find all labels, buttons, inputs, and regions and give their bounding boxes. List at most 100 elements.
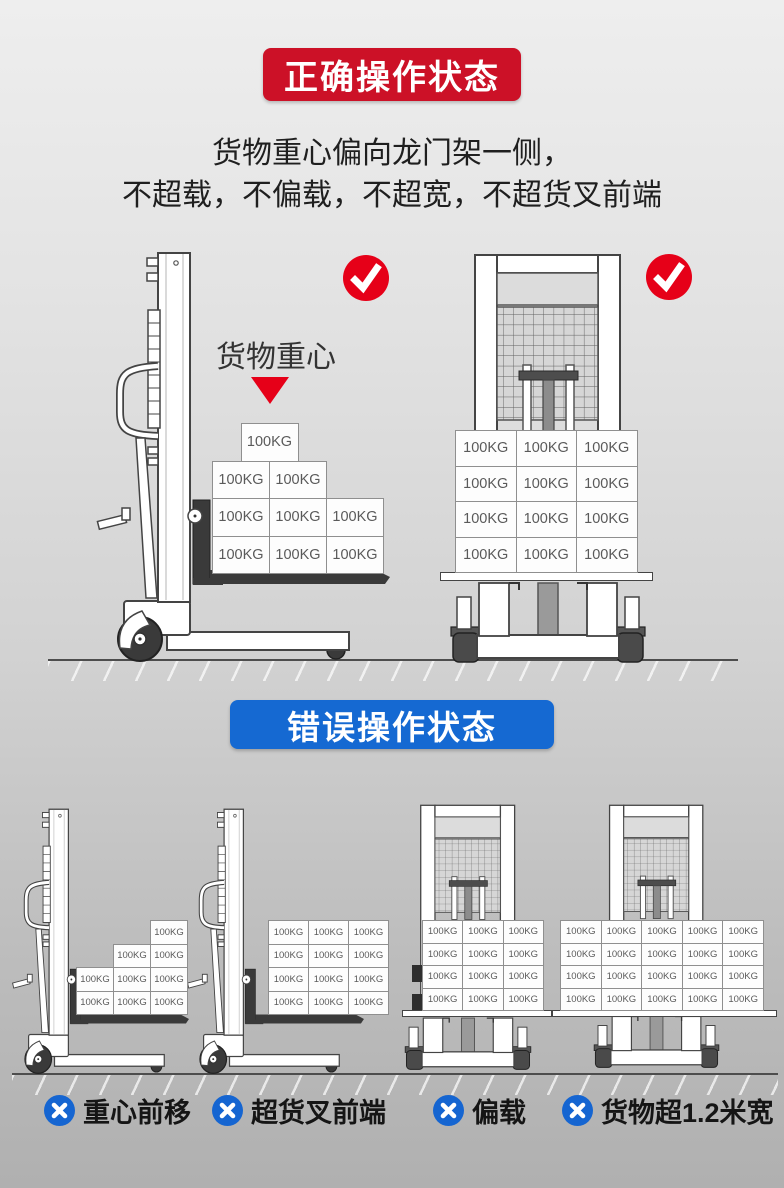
cargo-box: 100KG: [681, 942, 724, 966]
cargo-box: 100KG: [455, 536, 517, 573]
cargo-box: 100KG: [641, 987, 683, 1011]
cross-icon: [44, 1095, 75, 1126]
carriage-stem: [652, 885, 661, 920]
cargo-box: 100KG: [308, 990, 349, 1015]
caster-bracket: [118, 610, 152, 650]
load-platform: [440, 572, 653, 581]
caption-label: 重心前移: [83, 1098, 191, 1128]
cargo-box: 100KG: [681, 987, 724, 1011]
cargo-box: 100KG: [150, 943, 188, 968]
cargo-box: 100KG: [600, 987, 643, 1011]
cargo-box: 100KG: [515, 536, 577, 573]
base-frame: [421, 1051, 515, 1068]
load-platform: [402, 1010, 552, 1017]
cargo-box: 100KG: [268, 943, 309, 968]
cargo-box: 100KG: [308, 943, 349, 968]
subtitle-line-2: 不超载，不偏载，不超宽，不超货叉前端: [122, 179, 662, 212]
top-crossbar: [434, 804, 502, 818]
cargo-box: 100KG: [462, 987, 504, 1011]
cargo-box: 100KG: [113, 990, 151, 1015]
handle: [23, 879, 50, 1034]
pump-pedal: [187, 973, 208, 989]
cargo-box: 100KG: [502, 920, 544, 944]
cargo-box: 100KG: [560, 965, 602, 989]
wrong-section-banner: 错误操作状态: [230, 700, 554, 749]
fork: [255, 1014, 364, 1024]
cargo-box: 100KG: [326, 535, 384, 574]
cargo-box: 100KG: [722, 987, 764, 1011]
support-legs: [422, 1017, 514, 1054]
cross-icon: [562, 1095, 593, 1126]
caption-label: 超货叉前端: [251, 1098, 386, 1128]
cargo-box: 100KG: [576, 465, 638, 502]
ground-line: [48, 659, 738, 681]
cargo-box: 100KG: [212, 535, 270, 574]
cargo-box: 100KG: [576, 536, 638, 573]
fork-heel-block: [412, 994, 422, 1010]
cargo-box: 100KG: [576, 501, 638, 538]
pump-pedal: [96, 507, 131, 531]
caption-overhang: 超货叉前端: [212, 1091, 386, 1130]
base-frame: [610, 1049, 703, 1066]
cargo-box: 100KG: [113, 967, 151, 992]
cargo-box: 100KG: [268, 967, 309, 992]
cargo-box: 100KG: [462, 965, 504, 989]
cargo-box: 100KG: [641, 942, 683, 966]
cargo-box: 100KG: [641, 965, 683, 989]
mast: [157, 252, 191, 603]
base-frame: [476, 634, 620, 659]
cargo-box: 100KG: [308, 967, 349, 992]
cargo-box: 100KG: [641, 920, 683, 944]
cog-label: 货物重心: [216, 341, 336, 374]
cargo-box: 100KG: [268, 990, 309, 1015]
wheels: [593, 1044, 720, 1068]
cargo-box: 100KG: [348, 920, 389, 945]
cargo-box: 100KG: [600, 942, 643, 966]
cargo-box: 100KG: [502, 965, 544, 989]
cargo-box: 100KG: [515, 465, 577, 502]
correct-banner-label: 正确操作状态: [284, 59, 500, 97]
cargo-box: 100KG: [722, 942, 764, 966]
fork-heel-block: [412, 965, 422, 982]
carriage-bar: [637, 879, 677, 887]
check-icon: [343, 255, 389, 301]
carriage-stem: [542, 379, 555, 432]
carriage-stem: [464, 886, 473, 920]
stacker-side-overhang: [187, 808, 364, 1074]
top-crossbar: [623, 804, 690, 818]
caption-label: 偏载: [472, 1098, 526, 1128]
cargo-box: 100KG: [455, 430, 517, 467]
cargo-box: 100KG: [76, 967, 114, 992]
cargo-box: 100KG: [422, 920, 464, 944]
cargo-box: 100KG: [455, 501, 517, 538]
top-crossbar: [496, 254, 599, 274]
stacker-side-forward-cog: [12, 808, 189, 1074]
caster-bracket: [200, 1040, 220, 1067]
mast: [223, 808, 244, 1036]
cargo-box: 100KG: [422, 987, 464, 1011]
cargo-box: 100KG: [326, 498, 384, 537]
cargo-box: 100KG: [269, 460, 327, 499]
ground-line: [12, 1073, 778, 1095]
caption-overwide-load: 货物超1.2米宽: [562, 1091, 774, 1130]
caption-forward-cog: 重心前移: [44, 1091, 191, 1130]
down-triangle-icon: [251, 377, 289, 404]
cargo-box: 100KG: [268, 920, 309, 945]
cargo-box: 100KG: [113, 943, 151, 968]
load-platform: [552, 1010, 777, 1017]
cargo-box: 100KG: [212, 498, 270, 537]
cargo-box: 100KG: [240, 423, 299, 462]
cargo-box: 100KG: [681, 965, 724, 989]
subtitle-line-1: 货物重心偏向龙门架一侧，: [212, 137, 572, 170]
cargo-box: 100KG: [462, 920, 504, 944]
caption-offset-load: 偏载: [433, 1091, 526, 1130]
cargo-box: 100KG: [502, 942, 544, 966]
cargo-box: 100KG: [515, 430, 577, 467]
cargo-box: 100KG: [269, 535, 327, 574]
cargo-box: 100KG: [600, 920, 643, 944]
cargo-box: 100KG: [722, 965, 764, 989]
outrigger-leg: [166, 631, 350, 651]
cargo-box: 100KG: [212, 460, 270, 499]
mast: [48, 808, 69, 1036]
